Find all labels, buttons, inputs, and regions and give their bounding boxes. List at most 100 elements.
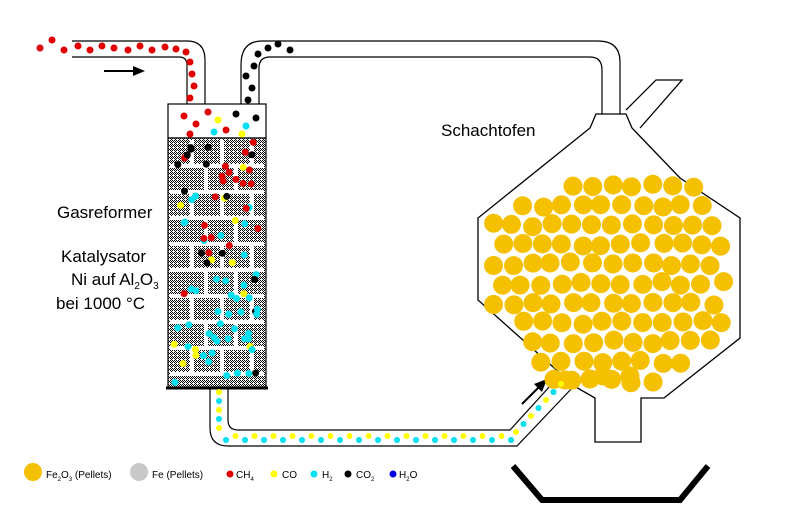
gas-particle — [184, 343, 192, 351]
gas-particle — [174, 161, 182, 169]
legend-item-h2: H2 — [310, 470, 333, 483]
fe2o3-pellet — [523, 253, 543, 273]
reducing-gas-particle — [216, 407, 222, 413]
legend-fe-label: Fe (Pellets) — [152, 470, 203, 481]
fe2o3-pellet — [592, 311, 612, 331]
fe2o3-pellet — [510, 275, 530, 295]
legend-ch4-label: CH4 — [236, 470, 254, 483]
gas-particle — [242, 122, 250, 130]
fe2o3-pellet — [523, 293, 543, 313]
fe2o3-pellet — [560, 252, 580, 272]
gas-particle — [211, 193, 219, 201]
fe2o3-pellet — [612, 351, 632, 371]
fe2o3-pellet — [671, 353, 691, 373]
fe2o3-pellet — [604, 330, 624, 350]
fe2o3-pellet — [704, 295, 724, 315]
fe2o3-pellet — [631, 233, 651, 253]
gas-particle — [210, 128, 218, 136]
reducing-gas-particle — [270, 433, 277, 439]
catalyst-grid-bar — [170, 164, 264, 168]
fe2o3-pellet — [593, 353, 613, 373]
fe2o3-pellet — [680, 254, 700, 274]
gas-particle — [200, 234, 208, 242]
gas-particle — [192, 192, 200, 200]
reducing-gas-particle — [318, 437, 324, 443]
gas-particle — [248, 346, 256, 354]
fe2o3-pellet — [683, 215, 703, 235]
gas-particle — [223, 192, 231, 200]
gas-particle — [238, 130, 246, 138]
fe2o3-pellet — [571, 272, 591, 292]
fe2o3-pellet — [513, 196, 533, 216]
catalyst-grid-post — [220, 296, 224, 320]
fe2o3-pellet — [584, 333, 604, 353]
co2-particle — [274, 40, 282, 48]
reducing-gas-particle — [365, 433, 372, 439]
fe2o3-pellet — [583, 177, 603, 197]
fe2o3-pellet — [643, 174, 663, 194]
top-gas-pipe — [240, 40, 621, 114]
fe2o3-pellet — [610, 234, 630, 254]
gas-particle — [242, 204, 250, 212]
catalyst-grid-post — [220, 192, 224, 216]
fe2o3-pellet — [533, 311, 553, 331]
catalyst-grid-bar — [170, 190, 264, 194]
gas-particle — [254, 225, 262, 233]
reducing-gas-particle — [520, 421, 527, 427]
reducing-gas-particle — [422, 433, 429, 439]
catalyst-grid-post — [234, 322, 238, 346]
fe2o3-pellet — [620, 366, 640, 386]
gas-particle — [205, 249, 213, 257]
legend-item-fe: Fe (Pellets) — [130, 463, 203, 481]
ch4-particle — [86, 46, 94, 54]
fe2o3-pellet — [612, 195, 632, 215]
reducing-gas-particle — [413, 437, 419, 443]
catalyst-grid-post — [250, 192, 254, 216]
ch4-particle — [172, 45, 180, 53]
fe2o3-pellet — [644, 215, 664, 235]
reducing-gas-particle — [289, 433, 296, 439]
gas-particle — [245, 294, 253, 302]
legend-co-label: CO — [282, 470, 297, 481]
fe2o3-pellet — [673, 233, 693, 253]
co2-particle — [264, 44, 272, 52]
reformer-label: Gasreformer — [57, 203, 153, 222]
gas-particle — [174, 324, 182, 332]
fe2o3-pellet — [653, 197, 673, 217]
gas-particle — [233, 369, 241, 377]
ch4-particle — [74, 42, 82, 50]
fe2o3-pellet — [663, 293, 683, 313]
gas-particle — [217, 232, 225, 240]
fe2o3-pellet — [644, 253, 664, 273]
gas-particle — [240, 251, 248, 259]
fe2o3-pellet — [501, 214, 521, 234]
co2-particle — [242, 72, 250, 80]
legend-h2-swatch — [310, 470, 318, 478]
reducing-gas-particle — [479, 433, 486, 439]
gas-particle — [186, 130, 194, 138]
gas-particle — [225, 241, 233, 249]
reducing-gas-particle — [346, 433, 353, 439]
catalyst-grid-post — [220, 140, 224, 164]
fe2o3-pellet — [563, 334, 583, 354]
legend-fe-swatch — [130, 463, 148, 481]
fe2o3-pellet — [633, 274, 653, 294]
reducing-gas-particle — [251, 433, 258, 439]
reducing-gas-particle — [489, 437, 495, 443]
gas-particle — [253, 305, 261, 313]
reducing-gas-particle — [394, 437, 400, 443]
legend-co-swatch — [270, 470, 278, 478]
co2-particle — [250, 62, 258, 70]
fe2o3-pellet — [652, 272, 672, 292]
gas-particle — [252, 369, 260, 377]
reducing-gas-particle — [216, 389, 222, 395]
gas-particle — [214, 116, 222, 124]
gas-particle — [221, 162, 229, 170]
ch4-particle — [190, 82, 198, 90]
gas-particle — [203, 259, 211, 267]
gas-particle — [180, 187, 188, 195]
ch4-particle — [136, 42, 144, 50]
catalyst-grid-post — [204, 270, 208, 294]
